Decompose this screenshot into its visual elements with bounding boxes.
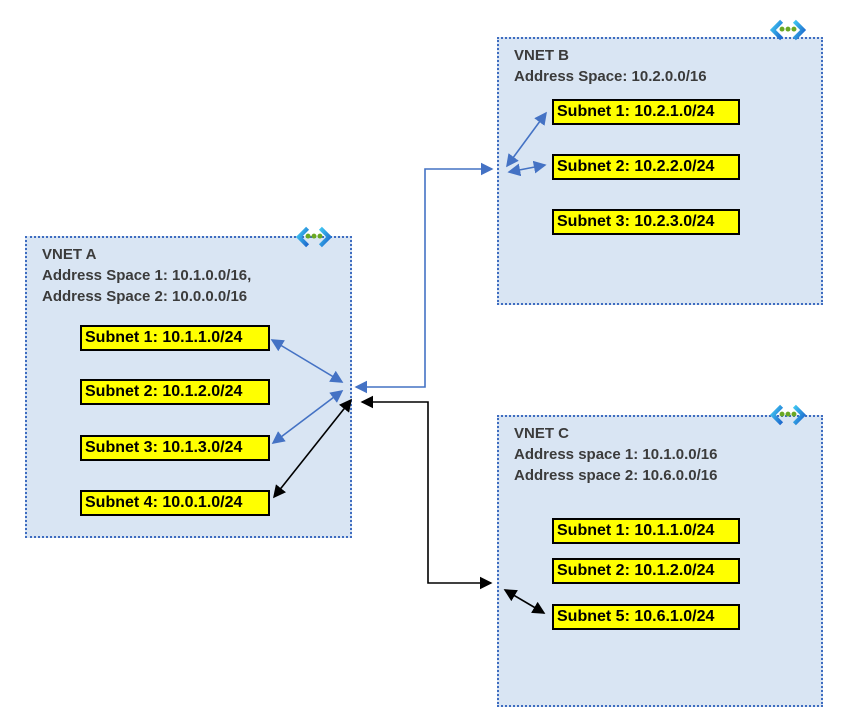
vnet-c-address-space-2: Address space 2: 10.6.0.0/16 <box>514 467 718 484</box>
vnet-c-title: VNET C <box>514 425 570 442</box>
vnet-c-panel: VNET C Address space 1: 10.1.0.0/16 Addr… <box>497 415 823 707</box>
vnet-b-panel: VNET B Address Space: 10.2.0.0/16 Subnet… <box>497 37 823 305</box>
vnet-c-header: VNET C Address space 1: 10.1.0.0/16 Addr… <box>514 423 717 486</box>
vnet-a-header: VNET A Address Space 1: 10.1.0.0/16, Add… <box>42 244 251 307</box>
vnet-a-subnet-4-box: Subnet 4: 10.0.1.0/24 <box>80 490 270 516</box>
arrow-vnet-a-to-vnet-c-trunk <box>360 395 493 590</box>
vnet-c-subnet-1-box: Subnet 1: 10.1.1.0/24 <box>552 518 740 544</box>
arrow-vnet-a-to-vnet-b-trunk <box>354 162 494 394</box>
vnet-b-subnet-3-box: Subnet 3: 10.2.3.0/24 <box>552 209 740 235</box>
vnet-c-address-space-1: Address space 1: 10.1.0.0/16 <box>514 446 718 463</box>
vnet-b-header: VNET B Address Space: 10.2.0.0/16 <box>514 45 707 87</box>
vnet-a-subnet-2-box: Subnet 2: 10.1.2.0/24 <box>80 379 270 405</box>
vnet-b-subnet-1-box: Subnet 1: 10.2.1.0/24 <box>552 99 740 125</box>
vnet-a-address-space-2: Address Space 2: 10.0.0.0/16 <box>42 288 248 305</box>
vnet-a-subnet-3-box: Subnet 3: 10.1.3.0/24 <box>80 435 270 461</box>
vnet-a-title: VNET A <box>42 246 97 263</box>
vnet-a-subnet-1-box: Subnet 1: 10.1.1.0/24 <box>80 325 270 351</box>
vnet-c-subnet-5-box: Subnet 5: 10.6.1.0/24 <box>552 604 740 630</box>
virtual-network-icon <box>769 19 807 41</box>
vnet-b-subnet-2-box: Subnet 2: 10.2.2.0/24 <box>552 154 740 180</box>
virtual-network-icon <box>769 404 807 426</box>
vnet-a-address-space-1: Address Space 1: 10.1.0.0/16, <box>42 267 252 284</box>
vnet-b-address-space: Address Space: 10.2.0.0/16 <box>514 68 707 85</box>
virtual-network-icon <box>295 226 333 248</box>
vnet-c-subnet-2-box: Subnet 2: 10.1.2.0/24 <box>552 558 740 584</box>
vnet-a-panel: VNET A Address Space 1: 10.1.0.0/16, Add… <box>25 236 352 538</box>
vnet-b-title: VNET B <box>514 47 570 64</box>
